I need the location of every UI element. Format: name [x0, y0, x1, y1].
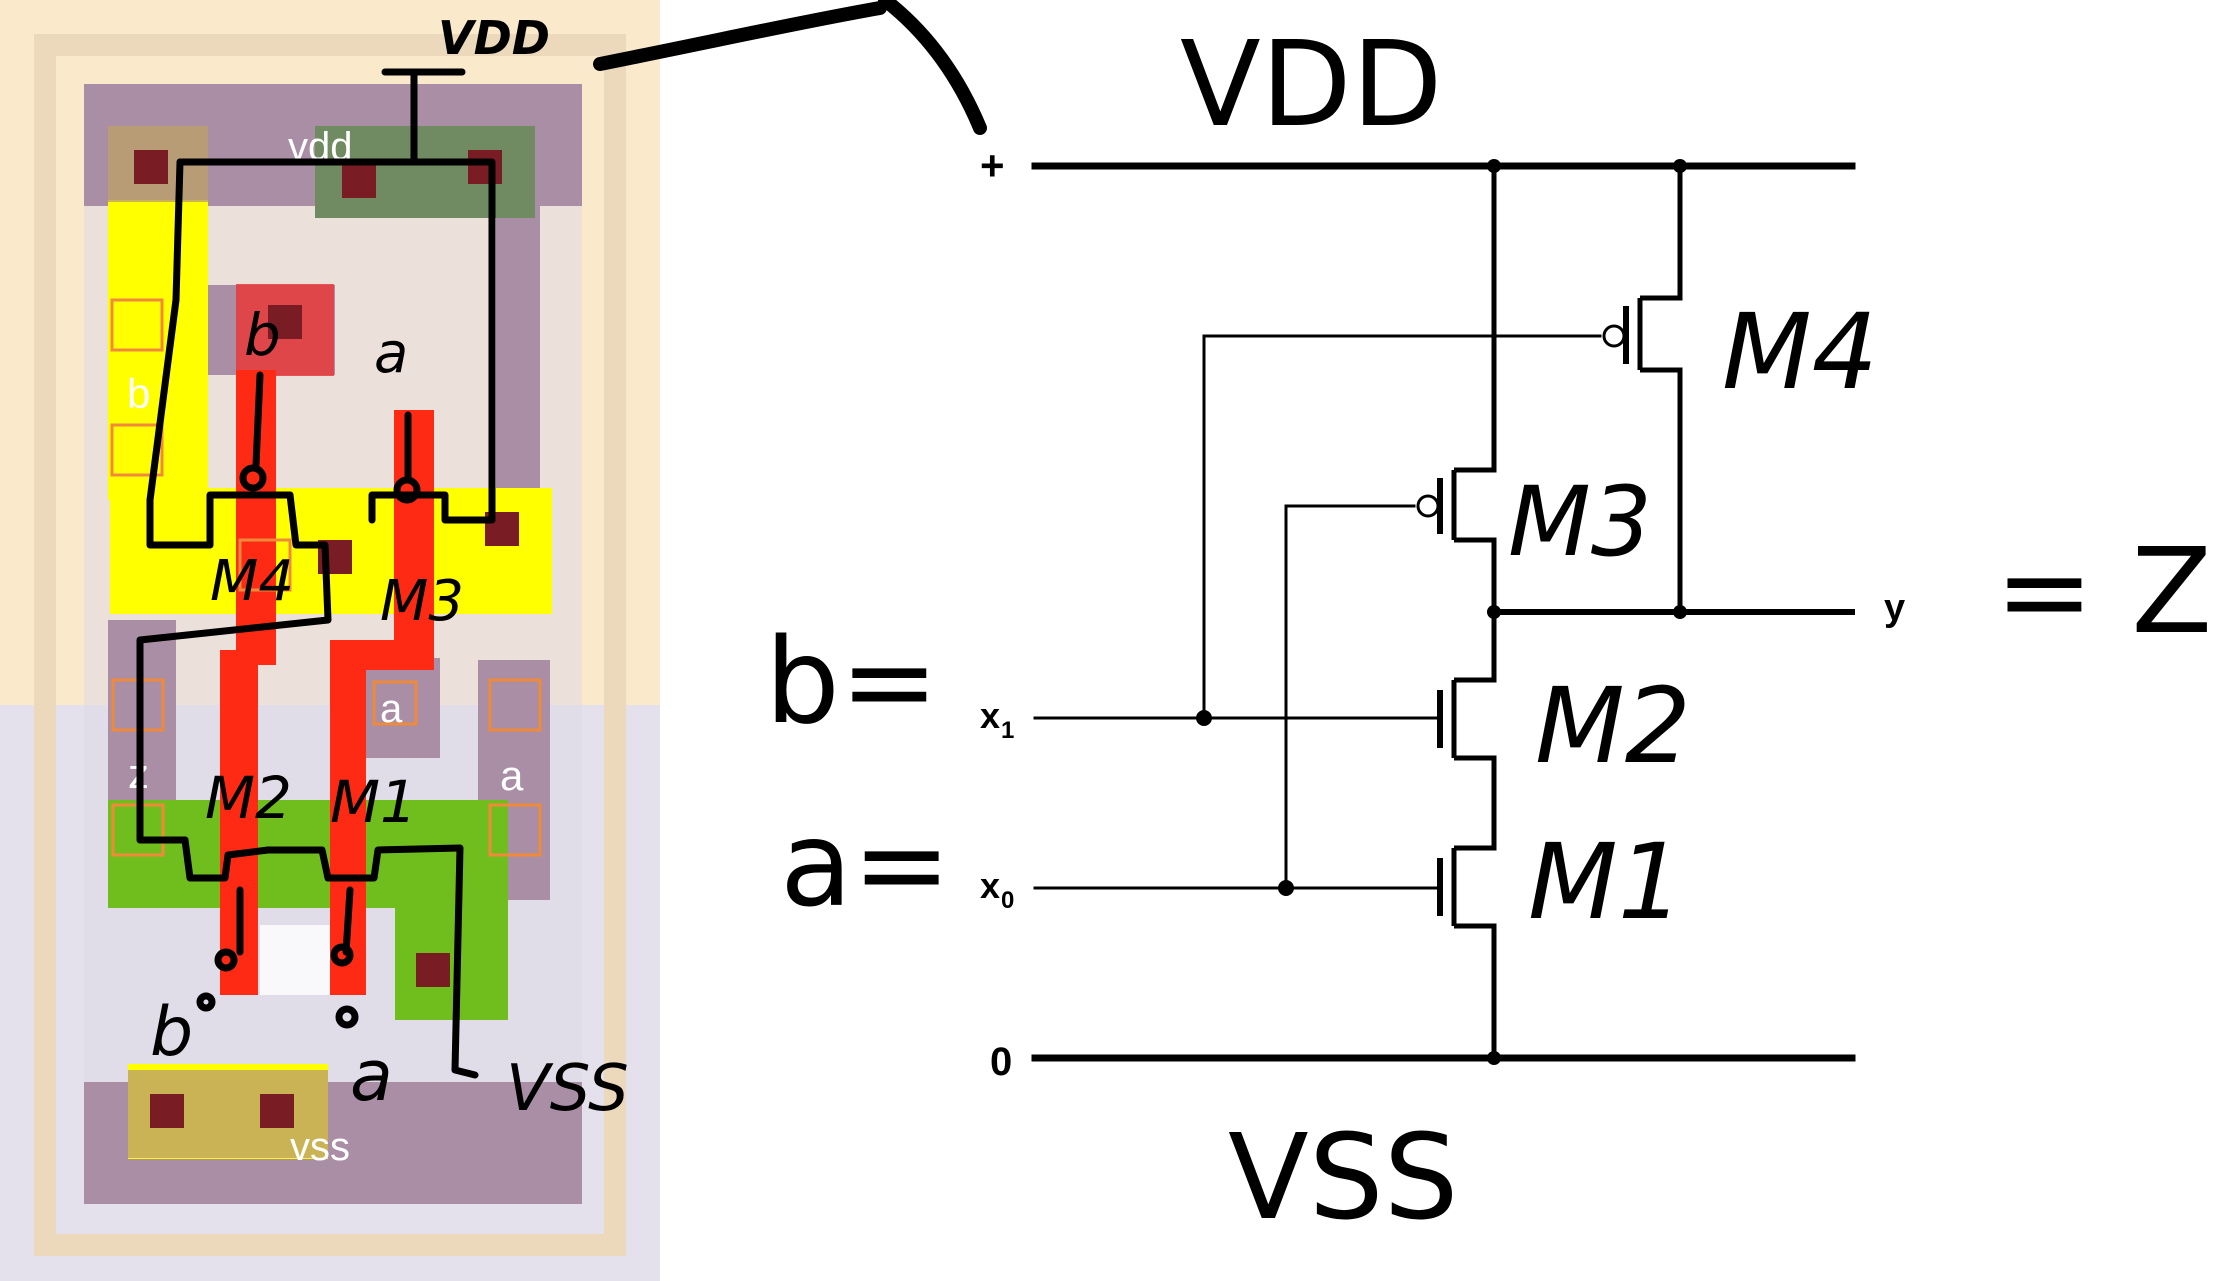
terminal-y: y — [1884, 587, 1905, 629]
pin-label-a: a — [500, 752, 524, 799]
via-marker — [488, 678, 542, 732]
hand-label-b-top: b — [244, 301, 281, 369]
contact — [150, 1094, 184, 1128]
contact — [416, 953, 450, 987]
terminal-plus: + — [980, 142, 1005, 189]
hand-label-vss: VSS — [506, 1052, 629, 1126]
via-marker — [110, 298, 164, 352]
junction — [1673, 605, 1687, 619]
pin-label-vss: vss — [290, 1125, 350, 1169]
contact — [134, 150, 168, 184]
label-vdd: VDD — [1180, 15, 1442, 153]
input-x1-name: x — [980, 695, 1000, 736]
x1-gate-wire — [1033, 334, 1602, 720]
input-x0-name: x — [980, 865, 1000, 906]
transistor-m4 — [1602, 295, 1680, 373]
via-marker — [238, 538, 292, 592]
m3-bubble — [1416, 494, 1440, 518]
contact — [260, 1094, 294, 1128]
schematic-label-m1: M1 — [1528, 821, 1684, 943]
poly-a-bridge — [330, 640, 434, 670]
transistor-m3 — [1416, 467, 1494, 543]
hand-erasure — [260, 925, 330, 995]
hand-a-bottom-dot — [335, 1005, 359, 1029]
hand-gate-a-dot — [330, 943, 354, 967]
contact — [342, 164, 376, 198]
hand-bubble-a — [393, 476, 421, 504]
hand-label-m3: M3 — [380, 569, 464, 634]
junction — [1673, 159, 1687, 173]
hand-nmos-gates — [236, 886, 354, 956]
via-marker — [488, 803, 542, 857]
transistor-m1 — [1437, 845, 1494, 929]
schematic-wires — [1031, 162, 1856, 1062]
output-equals-z: = Z — [1995, 522, 2212, 660]
transistor-m2 — [1437, 677, 1494, 761]
hand-label-vdd: VDD — [438, 11, 550, 65]
input-x0-label: x 0 — [980, 865, 1014, 914]
hand-b-bottom-dot — [196, 992, 216, 1012]
schematic-label-m4: M4 — [1722, 291, 1878, 413]
hand-label-a-top: a — [374, 321, 408, 386]
input-x1-subscript: 1 — [1001, 717, 1014, 744]
pin-label-a-contact: a — [380, 687, 403, 731]
hand-label-m2: M2 — [205, 764, 292, 832]
input-x0-subscript: 0 — [1001, 887, 1014, 914]
poly-a-gate — [394, 410, 434, 640]
via-marker — [372, 680, 418, 726]
contact — [268, 305, 302, 339]
hand-vdd-loop — [176, 158, 496, 524]
schematic-label-m2: M2 — [1535, 665, 1691, 787]
hand-label-m4: M4 — [210, 549, 294, 614]
hand-vdd-bar — [381, 68, 466, 166]
pin-label-b: b — [127, 370, 150, 417]
hand-drawn-overlay — [136, 0, 987, 1079]
terminal-zero: 0 — [990, 1040, 1012, 1084]
junction — [1196, 710, 1212, 726]
hand-gate-b-dot — [214, 948, 238, 972]
assign-b: b= — [765, 612, 939, 750]
hand-label-a-bottom: a — [350, 1035, 393, 1117]
label-vss: VSS — [1228, 1108, 1459, 1246]
m4-bubble — [1602, 324, 1626, 348]
input-x1-label: x 1 — [980, 695, 1014, 744]
hand-label-m1: M1 — [330, 768, 417, 836]
junction — [1278, 880, 1294, 896]
hand-bubble-b — [239, 464, 267, 492]
schematic-label-m3: M3 — [1508, 466, 1652, 578]
x0-gate-wire — [1033, 504, 1416, 890]
junctions — [1196, 159, 1687, 1065]
schematic-panel: VDD VSS + 0 y x 1 x 0 b= a= = Z — [765, 15, 2212, 1246]
junction — [1487, 605, 1501, 619]
junction — [1487, 159, 1501, 173]
junction — [1487, 1051, 1501, 1065]
hand-label-b-bottom: b — [150, 993, 193, 1072]
contact — [468, 150, 502, 184]
metal-right-strap — [496, 190, 540, 510]
hand-vdd-connector — [593, 0, 987, 135]
layout-panel: vdd vss a a b z VDD b a M4 M3 M2 M — [0, 0, 987, 1281]
cell-outline — [34, 34, 626, 1256]
assign-a: a= — [780, 795, 951, 933]
hand-nmos — [181, 836, 479, 1079]
hand-pmos-gates — [231, 371, 412, 499]
via-marker — [110, 423, 164, 477]
